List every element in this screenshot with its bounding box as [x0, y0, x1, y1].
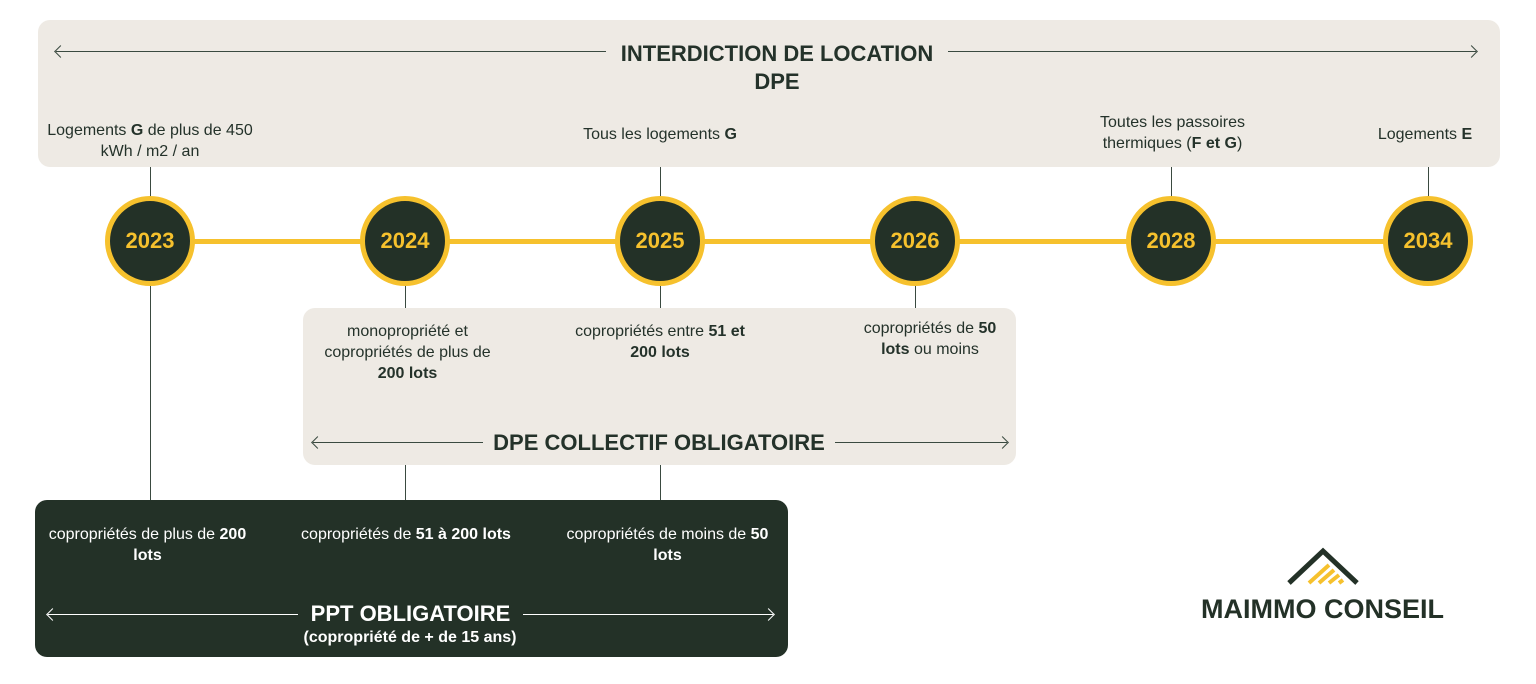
note-2034: Logements E	[1377, 126, 1473, 143]
timeline-axis	[150, 239, 1428, 244]
ppt-note-2024: copropriétés de 51 à 200 lots	[301, 526, 511, 543]
connector-2024	[405, 270, 406, 310]
rental-ban-title: INTERDICTION DE LOCATION DPE	[606, 40, 948, 96]
ppt-panel	[35, 500, 788, 657]
title-line2: DPE	[754, 69, 800, 94]
ppt-note-2025: copropriétés de moins de 50 lots	[566, 526, 769, 564]
note-2028: Toutes les passoires thermiques (F et G)	[1100, 114, 1245, 152]
dpe-collectif-panel	[303, 308, 1016, 465]
connector-2026	[915, 270, 916, 310]
connector-2024-ppt	[405, 465, 406, 500]
connector-2028	[1171, 167, 1172, 217]
ppt-arrow-left	[48, 614, 298, 615]
dpe-note-2024: monopropriété et copropriétés de plus de…	[324, 323, 491, 382]
year-2026: 2026	[870, 196, 960, 286]
title-line1: INTERDICTION DE LOCATION	[620, 41, 934, 66]
note-2025: Tous les logements G	[583, 126, 737, 143]
year-2025: 2025	[615, 196, 705, 286]
year-2024: 2024	[360, 196, 450, 286]
year-2023: 2023	[105, 196, 195, 286]
connector-2023	[150, 167, 151, 500]
dpe-arrow-right	[835, 442, 1007, 443]
dpe-collectif-title: DPE COLLECTIF OBLIGATOIRE	[493, 430, 825, 455]
ppt-title: PPT OBLIGATOIRE	[310, 601, 511, 626]
rental-ban-arrow-right	[948, 51, 1476, 52]
connector-2034	[1428, 167, 1429, 217]
dpe-note-2026: copropriétés de 50 lots ou moins	[863, 320, 997, 358]
year-2028: 2028	[1126, 196, 1216, 286]
ppt-subtitle: (copropriété de + de 15 ans)	[303, 629, 517, 646]
year-2034: 2034	[1383, 196, 1473, 286]
note-2023: Logements G de plus de 450 kWh / m2 / an	[47, 122, 253, 160]
connector-2025-ppt	[660, 465, 661, 500]
rental-ban-arrow-left	[56, 51, 606, 52]
logo-text: MAIMMO CONSEIL	[1201, 594, 1444, 624]
logo-roof-icon	[1287, 547, 1359, 585]
dpe-note-2025: copropriétés entre 51 et 200 lots	[575, 323, 745, 361]
rental-ban-panel	[38, 20, 1500, 167]
dpe-arrow-left	[313, 442, 483, 443]
ppt-note-2023: copropriétés de plus de 200 lots	[48, 526, 247, 564]
ppt-arrow-right	[523, 614, 773, 615]
